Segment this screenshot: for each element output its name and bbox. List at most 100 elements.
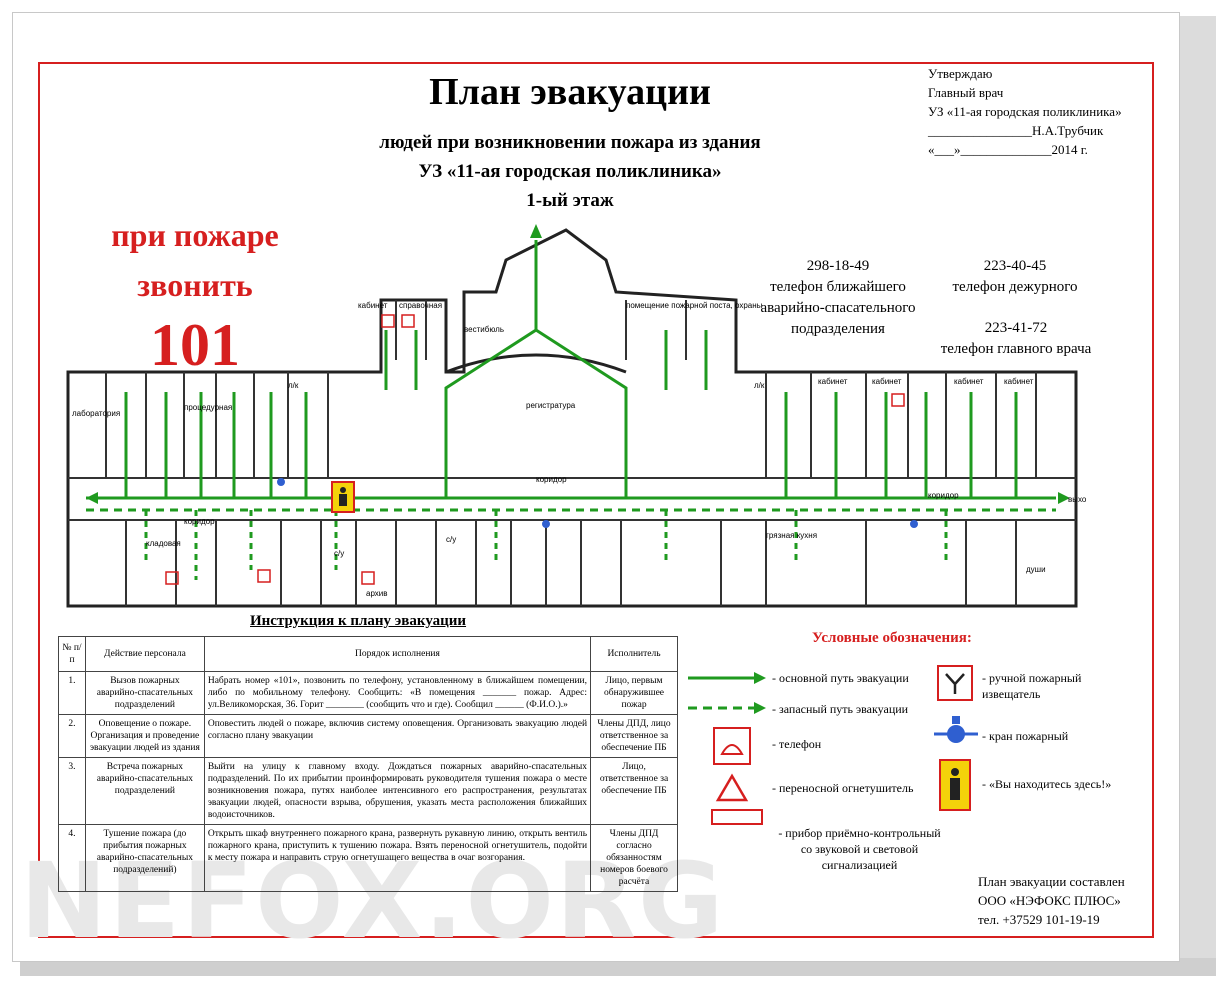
header-action: Действие персонала [84,636,205,672]
fire-number: 101 [150,312,240,378]
plan-label-vestibule: вестибюль [464,325,504,334]
control-device-icon [711,809,763,825]
legend-you-are-here: - «Вы находитесь здесь!» [982,777,1112,791]
header-number: № п/п [58,636,86,672]
legend-control-device: - прибор приёмно-контрольный со звуковой… [778,826,941,872]
red-frame [38,62,1154,938]
row-number: 1. [58,671,86,715]
board-edge-right [1176,16,1216,976]
row-number: 4. [58,824,86,892]
approval-line: Утверждаю [928,66,993,81]
phone-label: телефон главного врача [940,341,1092,357]
fire-call-line: звонить [137,267,253,303]
row-action: Вызов пожарных аварийно-спасательных под… [84,671,205,715]
plan-label-su: с/у [446,535,456,544]
phone-number: 223-40-45 [983,258,1047,274]
legend-phone: - телефон [772,737,822,751]
plan-label-cabinet: кабинет [1004,377,1034,386]
you-are-here-icon [939,759,971,811]
legend-symbols-right [934,665,978,811]
phone-number: 298-18-49 [806,258,870,274]
you-are-here-marker [331,481,355,513]
plan-label-cabinet: кабинет [954,377,984,386]
table-row: 3. Встреча пожарных аварийно-спасательны… [58,757,678,825]
row-number: 2. [58,714,86,758]
plan-label-storage: кладовая [146,539,181,548]
table-row: 4. Тушение пожара (до прибытия пожарных … [58,824,678,892]
rescue-phone: 298-18-49 телефон ближайшего аварийно-сп… [748,256,928,340]
plan-label-registry: регистратура [526,401,576,410]
manual-alarm-icon [937,665,973,701]
inner-walls [68,300,1076,606]
plan-label-archive: архив [366,589,388,598]
plan-label-su: с/у [334,549,344,558]
row-action: Оповещение о пожаре. Организация и прове… [84,714,205,758]
plan-label-lk: л/к [288,381,299,390]
floor-label: 1-ый этаж [526,190,614,211]
route-arrows [86,224,1070,504]
duty-phone: 223-40-45 телефон дежурного [930,256,1100,298]
phone-label: телефон ближайшего аварийно-спасательног… [760,279,916,337]
plan-label-corridor: коридор [184,517,215,526]
row-order: Выйти на улицу к главному входу. Дождать… [203,757,592,825]
maker-line: тел. +37529 101-19-19 [978,912,1100,927]
row-order: Набрать номер «101», позвонить по телефо… [203,671,592,715]
header-order: Порядок исполнения [203,636,592,672]
maker-line: ООО «НЭФОКС ПЛЮС» [978,893,1121,908]
phone-markers [165,314,905,585]
plan-label-treatment: процедурная [184,403,232,412]
approval-line: ________________Н.А.Трубчик [928,123,1104,138]
legend-symbols [688,672,766,825]
plan-label-dirty-kitchen: грязная кухня [766,531,817,540]
maker-line: План эвакуации составлен [978,874,1125,889]
main-route-icon [688,672,766,684]
reserve-route-icon [688,702,766,714]
subtitle-block: людей при возникновении пожара из здания… [300,128,840,215]
approval-line: УЗ «11-ая городская поликлиника» [928,104,1122,119]
instructions-table: № п/п Действие персонала Порядок исполне… [58,636,678,892]
plan-label-cabinet: кабинет [818,377,848,386]
subtitle-line: УЗ «11-ая городская поликлиника» [418,161,722,182]
plan-label-cabinet: кабинет [872,377,902,386]
legend-title: Условные обозначения: [812,630,972,646]
fire-call-line: при пожаре [111,217,279,253]
fire-call-block: при пожаре звонить 101 [60,210,330,380]
hydrant-icon [934,716,978,743]
row-executor: Члены ДПД, лицо ответственное за обеспеч… [590,714,678,758]
row-order: Оповестить людей о пожаре, включив систе… [203,714,592,758]
approval-line: «___»______________2014 г. [928,142,1088,157]
plan-label-laboratory: лаборатория [72,409,120,418]
chief-phone: 223-41-72 телефон главного врача [924,318,1108,360]
plan-label-shower: души [1026,565,1046,574]
extinguisher-icon [715,773,749,802]
table-row: 1. Вызов пожарных аварийно-спасательных … [58,671,678,715]
maker-block: План эвакуации составлен ООО «НЭФОКС ПЛЮ… [978,872,1125,929]
instructions-title: Инструкция к плану эвакуации [250,613,467,629]
page-title: План эвакуации [429,71,711,113]
plan-label-corridor: коридор [536,475,567,484]
row-action: Тушение пожара (до прибытия пожарных ава… [84,824,205,892]
legend-extinguisher: - переносной огнетушитель [772,781,914,795]
row-executor: Лицо, ответственное за обеспечение ПБ [590,757,678,825]
legend-reserve-route: - запасный путь эвакуации [772,702,909,716]
row-executor: Лицо, первым обнаружившее пожар [590,671,678,715]
subtitle-line: людей при возникновении пожара из здания [379,132,761,153]
table-header-row: № п/п Действие персонала Порядок исполне… [58,636,678,672]
plan-label-help-desk: справочная [399,301,442,310]
table-row: 2. Оповещение о пожаре. Организация и пр… [58,714,678,758]
phone-label: телефон дежурного [952,279,1078,295]
row-executor: Члены ДПД согласно обязанностям номеров … [590,824,678,892]
legend-manual-alarm: - ручной пожарный извещатель [982,671,1082,701]
row-order: Открыть шкаф внутреннего пожарного крана… [203,824,592,892]
routes [86,240,1056,580]
row-action: Встреча пожарных аварийно-спасательных п… [84,757,205,825]
plan-label-lk: л/к [754,381,765,390]
plan-label-exit: выход [1068,495,1086,504]
phone-number: 223-41-72 [984,320,1048,336]
hydrant-markers [277,478,918,528]
approval-block: Утверждаю Главный врач УЗ «11-ая городск… [928,64,1148,159]
legend-hydrant: - кран пожарный [982,729,1069,743]
plan-label-corridor: коридор [928,491,959,500]
row-number: 3. [58,757,86,825]
